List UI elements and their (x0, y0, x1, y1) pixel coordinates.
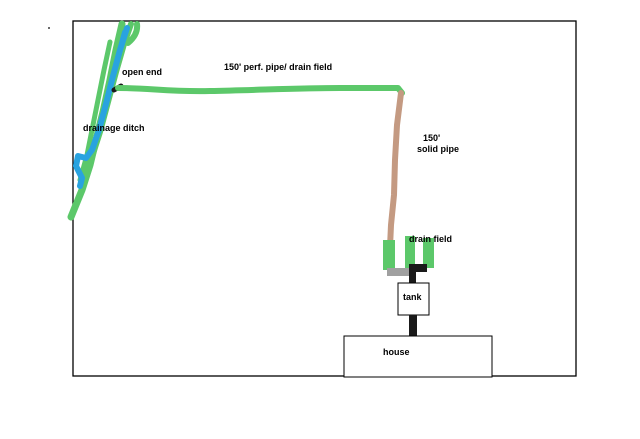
tank-house-pipe (409, 315, 417, 336)
drain-field-right (423, 238, 434, 268)
label-solid-pipe-length: 150' (423, 133, 440, 143)
perf-pipe (115, 85, 405, 96)
connector-gray (387, 268, 411, 276)
tank-box (397, 282, 430, 316)
label-open-end: open end (122, 67, 162, 77)
label-drainage-ditch: drainage ditch (83, 123, 145, 133)
connector-black-down (409, 268, 416, 284)
label-perf-pipe: 150' perf. pipe/ drain field (224, 62, 332, 72)
solid-pipe (387, 90, 404, 250)
drain-field-mid (405, 236, 415, 270)
ditch-water-inner (94, 30, 126, 140)
drainage-ditch (67, 20, 141, 221)
connector-black (409, 264, 427, 272)
drain-field-small (383, 236, 434, 284)
ditch-top-curl (125, 21, 141, 46)
label-house: house (383, 347, 410, 357)
property-boundary (72, 20, 577, 377)
label-tank: tank (403, 292, 423, 302)
drain-field-left (383, 240, 395, 270)
house-box (343, 335, 493, 378)
label-drain-field: drain field (409, 234, 452, 244)
stray-dot (48, 27, 50, 29)
label-solid-pipe: solid pipe (417, 144, 459, 154)
